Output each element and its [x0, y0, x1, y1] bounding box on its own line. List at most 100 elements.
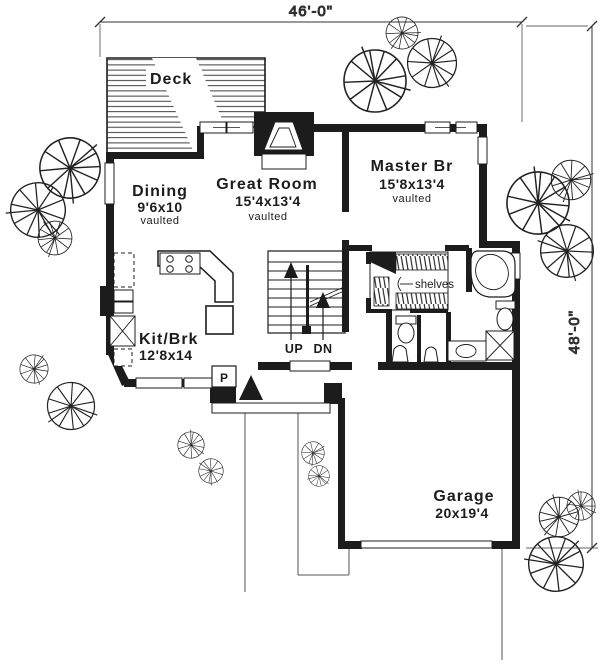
- dining-size: 9'6x10: [137, 199, 182, 215]
- height-dimension-label: 48'-0": [566, 310, 583, 354]
- pantry-closet-box: [211, 365, 237, 388]
- master-note: vaulted: [393, 193, 432, 205]
- tree: [343, 45, 412, 113]
- bath-east-wall: [512, 241, 520, 370]
- master-east-window: [477, 136, 488, 165]
- corner-tub-basin: [475, 253, 509, 291]
- tree: [299, 439, 328, 469]
- master-name: Master Br: [371, 158, 454, 175]
- refrigerator: [113, 252, 135, 288]
- tree: [173, 426, 211, 463]
- up-arrow-head: [284, 262, 298, 278]
- tree: [27, 212, 80, 264]
- master-toilet-bowl: [496, 307, 514, 331]
- stairs-down-label: DN: [313, 342, 332, 356]
- stair-treads: [268, 261, 342, 326]
- stair-newel-post: [302, 326, 311, 334]
- shelf-side: [373, 276, 390, 307]
- garage-east-wall: [512, 370, 520, 549]
- down-arrow-head: [316, 292, 330, 308]
- garage-west-wall: [338, 398, 345, 545]
- master-bath-entry-wall: [466, 248, 472, 292]
- dishwasher: [113, 348, 133, 367]
- hall-bath-north-wall-left: [366, 309, 392, 313]
- tree: [564, 487, 601, 524]
- hall-bathroom: [391, 315, 439, 363]
- tree: [548, 158, 595, 206]
- hall-bath-divider-wall: [417, 315, 421, 362]
- closet-north-wall-right: [445, 245, 469, 251]
- entry-window: [289, 360, 331, 372]
- tree: [30, 127, 114, 212]
- north-wall-jog: [197, 126, 204, 159]
- tree: [499, 161, 583, 243]
- vanity-sink: [455, 344, 477, 358]
- west-wall: [106, 152, 114, 355]
- dining-note: vaulted: [141, 215, 180, 227]
- stairs-up-label: UP: [285, 342, 303, 356]
- pantry-cabinet-x2: [109, 315, 136, 347]
- shelf-top: [395, 253, 449, 271]
- great-room-name: Great Room: [216, 176, 318, 193]
- garage-south-wall-left-stub: [338, 541, 362, 549]
- great-room-note: vaulted: [249, 211, 288, 223]
- closet-angled-wall: [370, 252, 396, 274]
- stairs: [267, 250, 346, 340]
- site-walkway-driveway: [244, 413, 503, 660]
- pantry-label: P: [220, 371, 228, 385]
- closet-shelves: [369, 251, 449, 311]
- garage-south-wall-right-stub: [492, 541, 520, 549]
- master-bath-west-wall: [446, 312, 451, 362]
- tree: [0, 174, 75, 250]
- greatroom-master-wall: [342, 124, 349, 212]
- tree: [380, 12, 425, 57]
- dimension-lines: 46'-0" 48'-0": [94, 3, 598, 554]
- porch-stoop: [211, 402, 331, 414]
- fireplace-hearth: [261, 153, 307, 170]
- master-bathroom: [447, 250, 516, 362]
- kitchen-size: 12'8x14: [139, 347, 193, 363]
- deck-label-background: [146, 66, 202, 88]
- dining-west-window: [104, 162, 115, 205]
- fireplace: [254, 112, 314, 170]
- deck-label: Deck: [150, 71, 192, 88]
- entry-area: P: [211, 365, 331, 414]
- kitchen-name: Kit/Brk: [139, 331, 198, 348]
- master-size: 15'8x13'4: [379, 176, 445, 192]
- north-wall-center: [313, 124, 425, 132]
- kitchen-cabinet-2: [113, 301, 134, 314]
- kitchen-south-window-1: [135, 377, 183, 389]
- tree: [14, 348, 57, 391]
- hall-bath-north-wall-right: [410, 309, 448, 313]
- closet-stub-bottom: [366, 298, 371, 310]
- garage-service-door-gap: [352, 361, 378, 371]
- stair-break-line-2: [309, 290, 345, 307]
- garage-door: [360, 540, 493, 549]
- right-dim-tick-top: [586, 20, 598, 32]
- hall-bath-west-wall: [386, 312, 392, 362]
- bath-north-jog-wall: [479, 241, 520, 248]
- shelves-label: shelves: [415, 279, 454, 291]
- shelves-leader-bracket: [397, 276, 402, 292]
- deck-area: Deck: [106, 57, 266, 158]
- tree: [35, 372, 107, 444]
- garage-door-panel: [360, 540, 493, 549]
- shelf-bottom: [395, 292, 449, 310]
- hall-toilet-bowl: [397, 322, 415, 344]
- room-labels: Dining 9'6x10 vaulted Great Room 15'4x13…: [132, 158, 493, 521]
- master-east-wall: [479, 124, 487, 248]
- entry-wall-chunk-left: [210, 386, 236, 403]
- kitchen-bay-diagonal-wall: [106, 350, 130, 386]
- closet-north-wall-left: [345, 245, 372, 251]
- house-south-wall: [338, 362, 520, 370]
- firebox: [263, 121, 304, 151]
- top-dim-tick-left: [94, 16, 106, 28]
- firebox-inner-line: [269, 127, 297, 148]
- tree: [192, 454, 227, 489]
- top-dim-tick-right: [516, 16, 528, 28]
- hall-sink-right: [423, 346, 439, 363]
- hall-sink-left: [391, 345, 409, 363]
- stove-burners: [166, 255, 193, 273]
